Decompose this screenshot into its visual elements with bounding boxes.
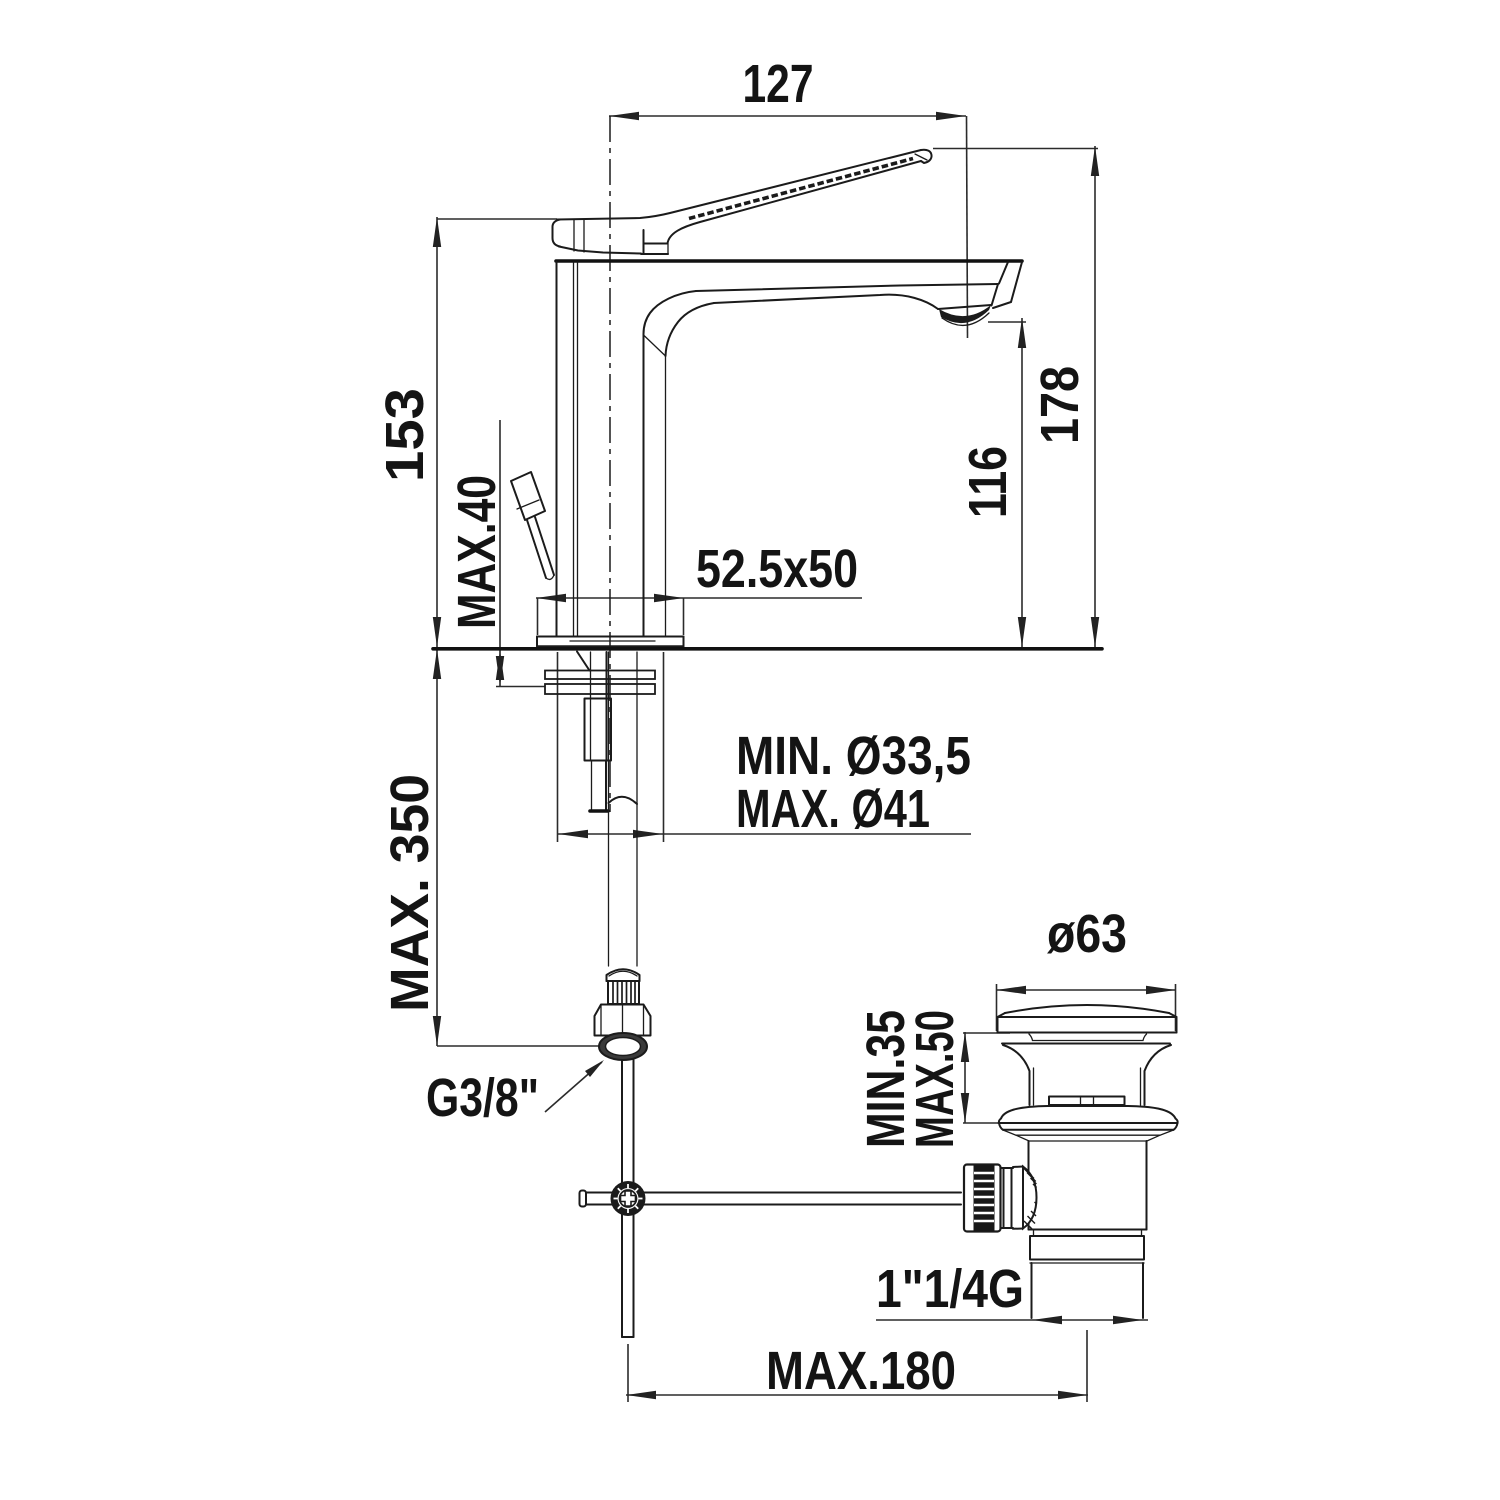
svg-text:178: 178 (1030, 366, 1090, 444)
svg-text:127: 127 (743, 54, 814, 114)
svg-text:116: 116 (958, 446, 1018, 518)
svg-text:52.5x50: 52.5x50 (696, 539, 858, 599)
svg-text:MAX.40: MAX.40 (447, 475, 507, 629)
svg-text:1"1/4G: 1"1/4G (876, 1259, 1024, 1319)
svg-text:MAX. 350: MAX. 350 (380, 774, 440, 1012)
svg-text:MAX.180: MAX.180 (766, 1341, 956, 1401)
svg-text:MIN.35: MIN.35 (856, 1010, 916, 1148)
svg-text:MIN. Ø33,5: MIN. Ø33,5 (736, 726, 971, 786)
svg-text:MAX. Ø41: MAX. Ø41 (736, 779, 930, 839)
svg-text:G3/8": G3/8" (426, 1068, 539, 1128)
svg-text:153: 153 (375, 388, 435, 482)
svg-text:MAX.50: MAX.50 (905, 1010, 965, 1148)
svg-text:ø63: ø63 (1047, 904, 1127, 964)
